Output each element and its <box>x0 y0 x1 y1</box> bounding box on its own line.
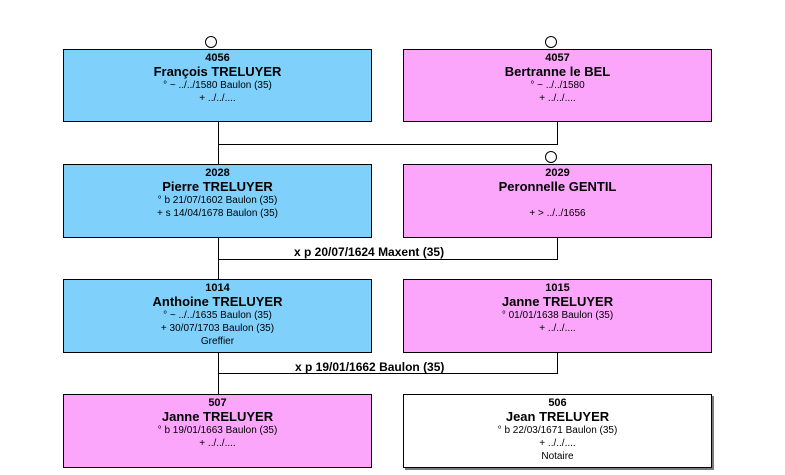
no-ancestors-circle-4056[interactable] <box>205 36 217 48</box>
sosa-number: 506 <box>548 397 567 409</box>
person-name: Pierre TRELUYER <box>162 179 273 194</box>
link-4056-down <box>218 121 219 144</box>
person-box-1014[interactable]: 1014 Anthoine TRELUYER ° ~ ../../1635 Ba… <box>63 279 372 353</box>
person-box-4056[interactable]: 4056 François TRELUYER ° ~ ../../1580 Ba… <box>63 49 372 122</box>
empty-birth-line <box>404 194 711 207</box>
sosa-number: 4057 <box>545 52 570 64</box>
occupation-line: Notaire <box>541 451 574 462</box>
person-name: Janne TRELUYER <box>501 294 614 309</box>
sosa-number: 507 <box>208 397 227 409</box>
sosa-number: 4056 <box>205 52 230 64</box>
sosa-number: 1014 <box>205 282 230 294</box>
person-box-2028[interactable]: 2028 Pierre TRELUYER ° b 21/07/1602 Baul… <box>63 164 372 238</box>
person-box-2029[interactable]: 2029 Peronnelle GENTIL + > ../../1656 <box>403 164 712 238</box>
person-name: Anthoine TRELUYER <box>152 294 283 309</box>
link-2nd-gen-horizontal <box>218 259 558 260</box>
birth-line: ° b 21/07/1602 Baulon (35) <box>157 195 278 206</box>
death-line: + s 14/04/1678 Baulon (35) <box>157 208 278 219</box>
marriage-label-2028: x p 20/07/1624 Maxent (35) <box>294 245 445 259</box>
sosa-number: 2028 <box>205 167 230 179</box>
death-line: + ../../.... <box>539 438 576 449</box>
death-line: + ../../.... <box>199 93 236 104</box>
marriage-label-1014: x p 19/01/1662 Baulon (35) <box>295 360 445 374</box>
no-ancestors-circle-4057[interactable] <box>545 36 557 48</box>
person-box-1015[interactable]: 1015 Janne TRELUYER ° 01/01/1638 Baulon … <box>403 279 712 353</box>
person-name: Jean TRELUYER <box>505 409 610 424</box>
link-to-2028 <box>218 144 219 164</box>
person-name: Peronnelle GENTIL <box>498 179 617 194</box>
link-1015-down <box>557 352 558 373</box>
birth-line: ° ~ ../../1635 Baulon (35) <box>163 310 272 321</box>
birth-line: ° b 22/03/1671 Baulon (35) <box>497 425 618 436</box>
sosa-number: 2029 <box>545 167 570 179</box>
person-box-4057[interactable]: 4057 Bertranne le BEL ° ~ ../../1580 + .… <box>403 49 712 122</box>
link-1st-gen-horizontal <box>218 144 558 145</box>
sosa-number: 1015 <box>545 282 570 294</box>
death-line: + > ../../1656 <box>529 208 586 219</box>
person-name: Bertranne le BEL <box>504 64 611 79</box>
birth-line: ° b 19/01/1663 Baulon (35) <box>157 425 278 436</box>
link-3rd-gen-horizontal <box>218 373 558 374</box>
death-line: + 30/07/1703 Baulon (35) <box>160 323 275 334</box>
birth-line: ° 01/01/1638 Baulon (35) <box>501 310 614 321</box>
no-ancestors-circle-2029[interactable] <box>545 151 557 163</box>
death-line: + ../../.... <box>199 438 236 449</box>
link-4057-down <box>557 121 558 144</box>
death-line: + ../../.... <box>539 93 576 104</box>
occupation-line: Greffier <box>200 336 235 347</box>
person-name: Janne TRELUYER <box>161 409 274 424</box>
link-2028-down <box>218 237 219 279</box>
person-box-506[interactable]: 506 Jean TRELUYER ° b 22/03/1671 Baulon … <box>403 394 712 468</box>
person-box-507[interactable]: 507 Janne TRELUYER ° b 19/01/1663 Baulon… <box>63 394 372 468</box>
link-2029-down <box>557 237 558 259</box>
birth-line: ° ~ ../../1580 <box>530 80 585 91</box>
person-name: François TRELUYER <box>153 64 282 79</box>
birth-line: ° ~ ../../1580 Baulon (35) <box>163 80 272 91</box>
death-line: + ../../.... <box>539 323 576 334</box>
